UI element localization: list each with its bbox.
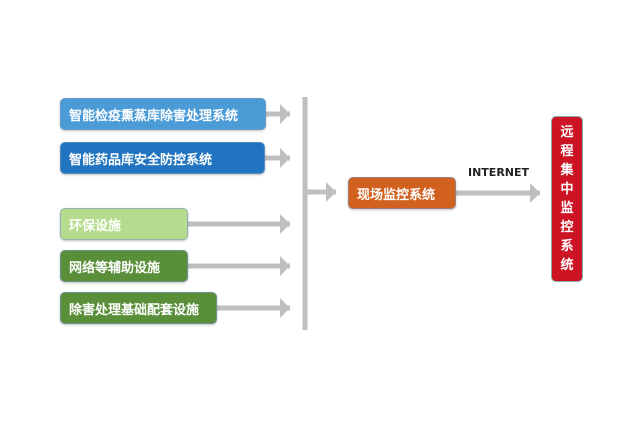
internet-label: INTERNET bbox=[468, 166, 530, 179]
remote-monitor-box: 远程集中监控系统 bbox=[551, 116, 583, 282]
input-box-pharma: 智能药品库安全防控系统 bbox=[60, 142, 265, 174]
input-box-network: 网络等辅助设施 bbox=[60, 250, 188, 282]
site-monitor-box: 现场监控系统 bbox=[348, 177, 456, 209]
input-box-environment: 环保设施 bbox=[60, 208, 188, 240]
input-box-infrastructure: 除害处理基础配套设施 bbox=[60, 292, 217, 324]
remote-monitor-label: 远程集中监控系统 bbox=[560, 125, 574, 273]
input-box-fumigation: 智能检疫熏蒸库除害处理系统 bbox=[60, 98, 266, 130]
